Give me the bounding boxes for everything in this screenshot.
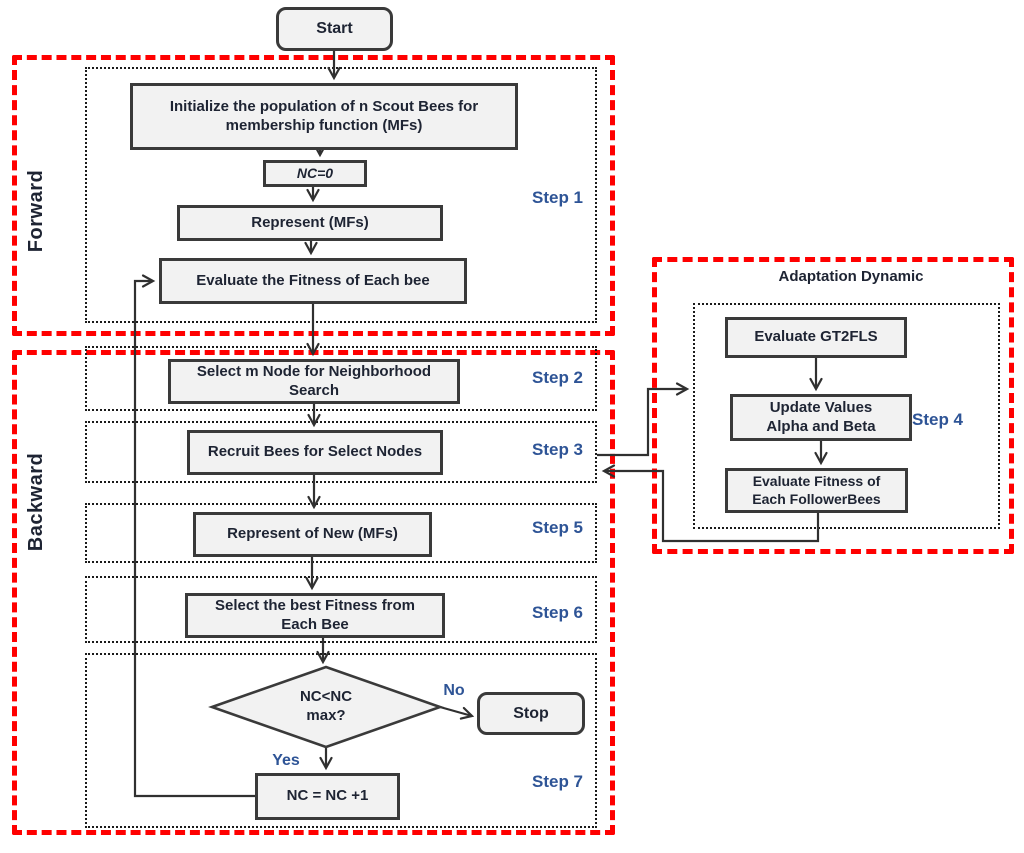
- step2-box: [85, 346, 597, 411]
- node-nc-zero-label: NC=0: [296, 164, 334, 181]
- node-increment-nc-label: NC = NC +1: [286, 787, 369, 805]
- node-initialize-population: Initialize the population of n Scout Bee…: [130, 83, 518, 150]
- step4-box: [693, 303, 1000, 529]
- node-decision-label-holder: NC<NC max?: [276, 685, 376, 729]
- node-evaluate-each-bee: Evaluate the Fitness of Each bee: [159, 258, 467, 304]
- node-evaluate-follower-bees: Evaluate Fitness of Each FollowerBees: [725, 468, 908, 513]
- node-represent-new-mfs-label: Represent of New (MFs): [227, 525, 398, 543]
- step1-label: Step 1: [531, 188, 584, 207]
- node-evaluate-each-bee-label: Evaluate the Fitness of Each bee: [196, 271, 430, 289]
- node-decision-label: NC<NC max?: [299, 688, 353, 724]
- node-increment-nc: NC = NC +1: [255, 773, 400, 820]
- node-stop-label: Stop: [513, 704, 549, 722]
- node-start-label: Start: [316, 20, 353, 37]
- step6-box: [85, 576, 597, 643]
- region-forward-label: Forward: [25, 169, 47, 253]
- node-represent-mfs-label: Represent (MFs): [251, 213, 369, 231]
- node-represent-new-mfs: Represent of New (MFs): [193, 512, 432, 557]
- step3-box: [85, 421, 597, 483]
- step7-box: [85, 653, 597, 828]
- edge-follower-step3-return: [601, 464, 820, 543]
- node-recruit-bees: Recruit Bees for Select Nodes: [187, 430, 443, 475]
- edge-decision-stop-no: [439, 705, 475, 720]
- step2-label: Step 2: [531, 368, 584, 387]
- edge-label-yes: Yes: [272, 752, 300, 769]
- node-nc-zero: NC=0: [263, 160, 367, 187]
- node-evaluate-gt2fls: Evaluate GT2FLS: [725, 317, 907, 358]
- node-represent-mfs: Represent (MFs): [177, 205, 443, 241]
- edge-step3-step4: [597, 382, 690, 457]
- node-update-values-label: Update Values Alpha and Beta: [766, 398, 876, 435]
- node-stop: Stop: [477, 692, 585, 735]
- step7-label: Step 7: [531, 772, 584, 791]
- node-update-values: Update Values Alpha and Beta: [730, 394, 912, 441]
- region-adaptation-label: Adaptation Dynamic: [778, 268, 924, 285]
- region-backward-label: Backward: [25, 452, 47, 552]
- step6-label: Step 6: [531, 603, 584, 622]
- step5-label: Step 5: [531, 518, 584, 537]
- node-select-best-fitness-label: Select the best Fitness from Each Bee: [214, 596, 416, 633]
- edge-label-no: No: [443, 682, 465, 699]
- node-select-m-node-label: Select m Node for Neighborhood Search: [196, 362, 432, 399]
- step5-box: [85, 503, 597, 563]
- node-select-best-fitness: Select the best Fitness from Each Bee: [185, 593, 445, 638]
- node-evaluate-follower-bees-label: Evaluate Fitness of Each FollowerBees: [752, 473, 881, 507]
- node-evaluate-gt2fls-label: Evaluate GT2FLS: [754, 328, 878, 346]
- node-select-m-node: Select m Node for Neighborhood Search: [168, 359, 460, 404]
- region-adaptation-dynamic: [652, 257, 1014, 554]
- step3-label: Step 3: [531, 440, 584, 459]
- node-initialize-label: Initialize the population of n Scout Bee…: [169, 97, 479, 134]
- node-start: Start: [276, 7, 393, 51]
- step1-box: [85, 67, 597, 323]
- edge-increment-evaluate-feedback: [133, 274, 255, 798]
- step4-label: Step 4: [911, 410, 964, 429]
- decision-diamond: [208, 665, 444, 749]
- node-recruit-bees-label: Recruit Bees for Select Nodes: [207, 443, 423, 461]
